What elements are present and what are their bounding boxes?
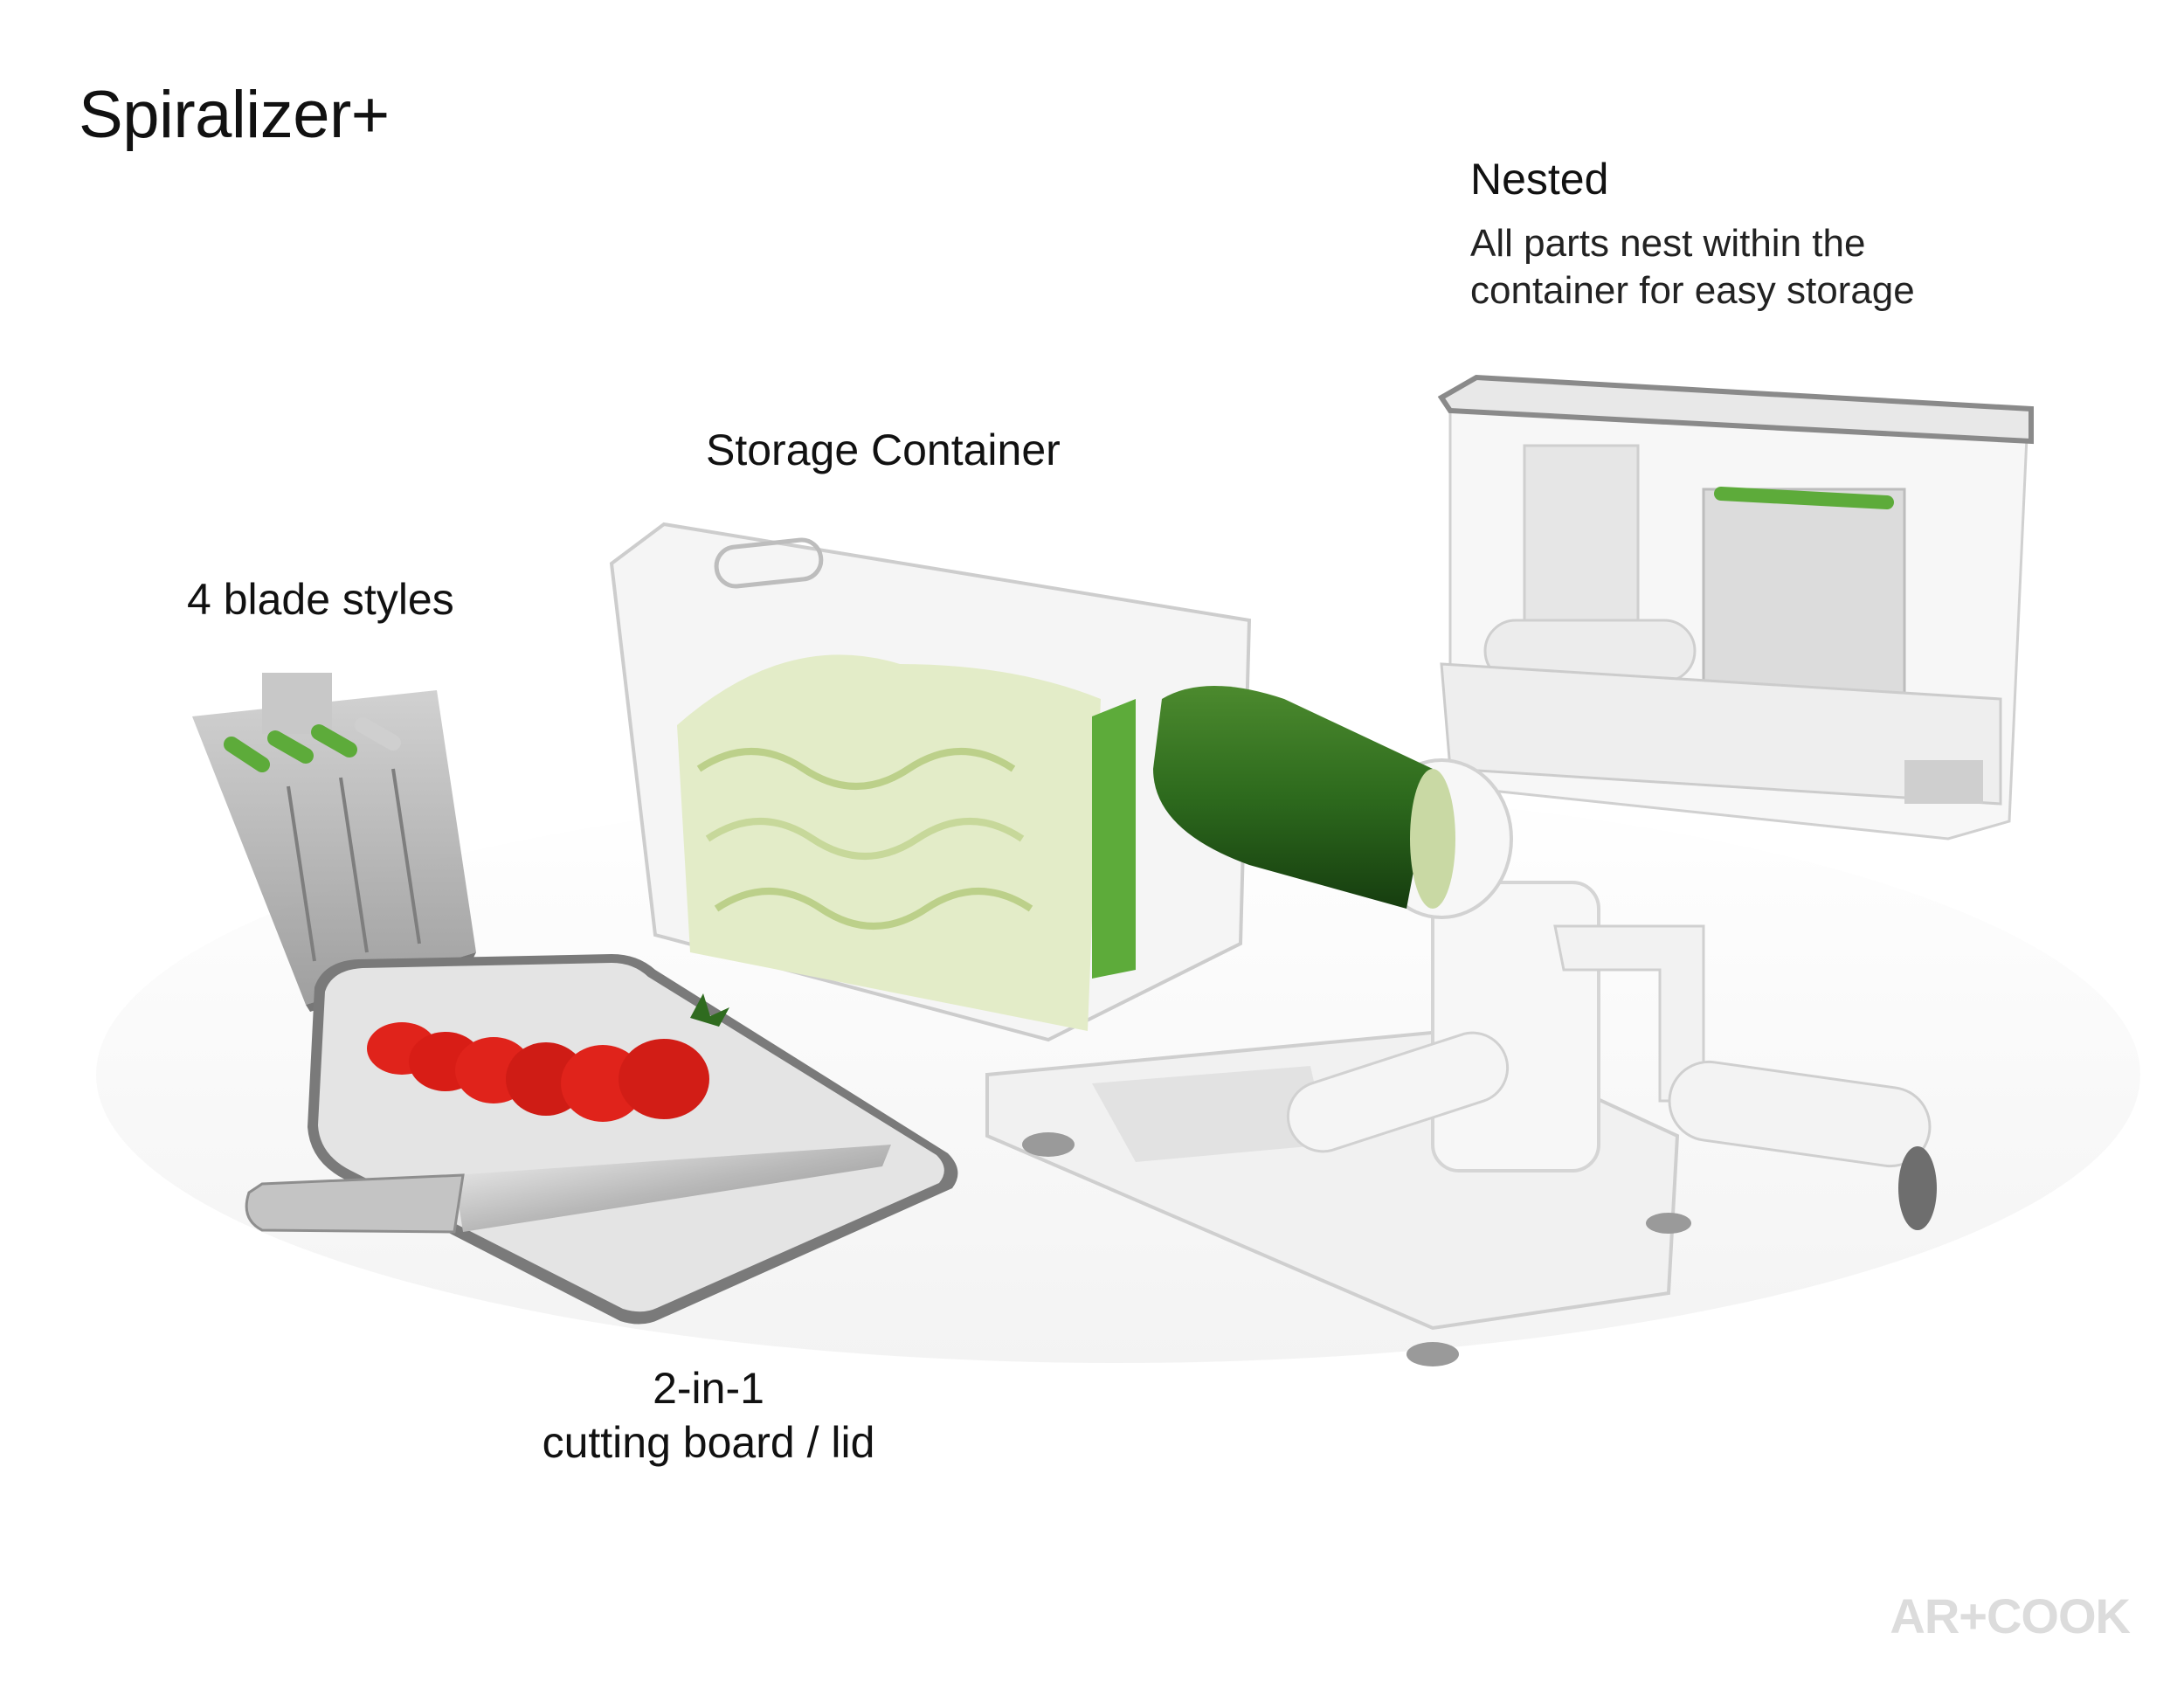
spiralizer-base — [985, 758, 1937, 1366]
cutting-board — [245, 954, 958, 1325]
blade-4 — [355, 717, 401, 751]
pusher-handle — [1286, 1031, 1510, 1153]
storage-container — [609, 522, 1252, 1042]
tomato-stem — [690, 993, 729, 1027]
cutting-board-label: 2-in-1 cutting board / lid — [521, 1361, 896, 1470]
blade-3 — [311, 724, 357, 758]
storage-container-label: Storage Container — [706, 425, 1061, 474]
zucchini-noodles — [677, 654, 1101, 1031]
brand-logo: AR+COOK — [1890, 1588, 2131, 1643]
cutting-board-label-line2: cutting board / lid — [542, 1418, 875, 1467]
blade-1 — [224, 737, 270, 772]
slide-title: Spiralizer+ — [79, 78, 390, 152]
nested-assembly — [1437, 374, 2034, 841]
nested-description: All parts nest within the container for … — [1470, 222, 1915, 312]
knife — [245, 1145, 891, 1234]
blade-styles-label: 4 blade styles — [187, 575, 454, 624]
tomato-slices — [367, 993, 729, 1122]
blade-2 — [267, 730, 314, 764]
crank-handle — [1668, 1060, 1932, 1168]
crank-arm — [1553, 924, 1705, 1103]
zucchini — [1153, 686, 1455, 909]
nested-heading: Nested — [1470, 155, 1609, 204]
cutting-board-label-line1: 2-in-1 — [653, 1364, 764, 1413]
blade-plate — [1092, 699, 1136, 979]
